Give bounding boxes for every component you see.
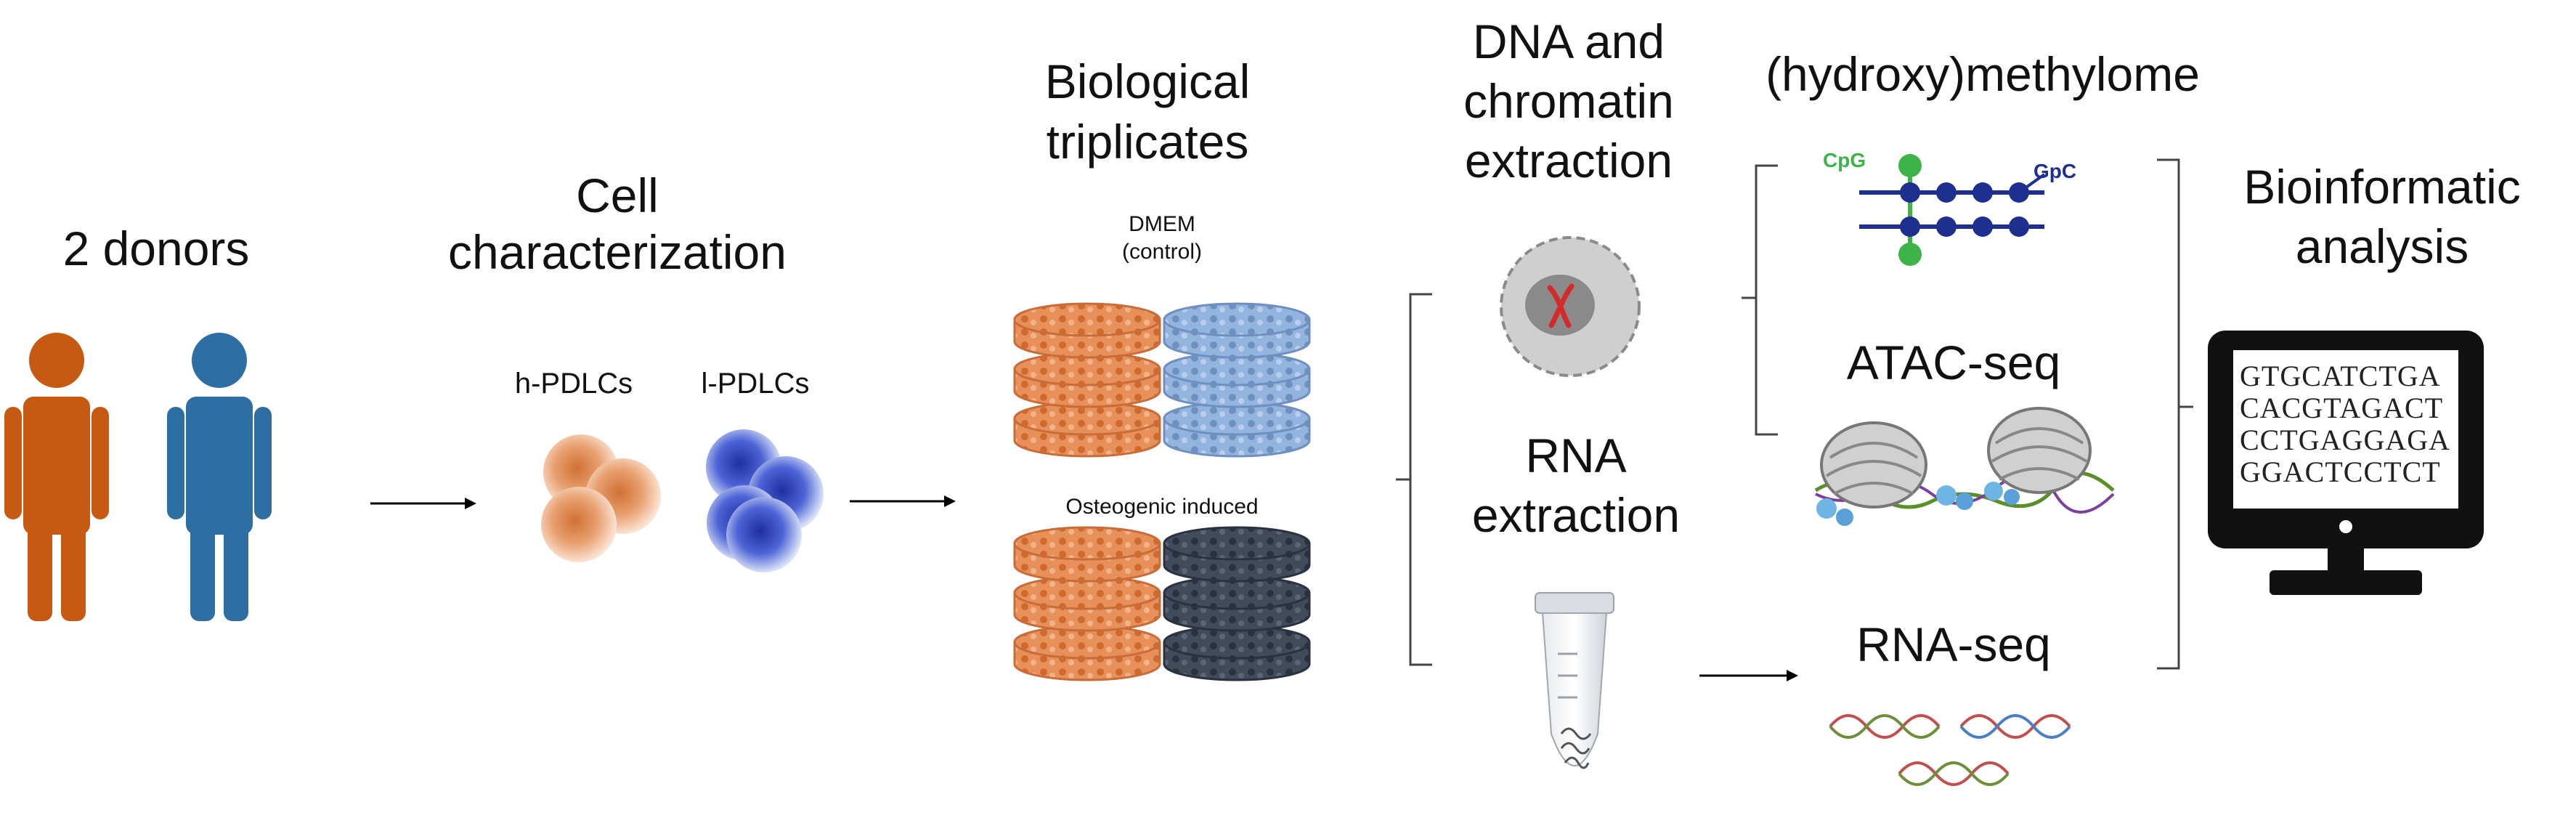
donor-orange-icon xyxy=(4,333,109,621)
step-bioinf-line2: analysis xyxy=(2295,219,2469,273)
label-l-pdlc: l-PDLCs xyxy=(701,368,810,400)
dmem-dish-orange-2 xyxy=(1013,352,1161,408)
methylation-icon xyxy=(1859,154,2046,266)
dmem-dish-blue-1 xyxy=(1163,302,1311,359)
rna-strands-icon xyxy=(1829,714,2071,786)
step-triplicates-line1: Biological xyxy=(1044,54,1251,108)
osteo-dish-orange-1 xyxy=(1013,526,1161,583)
osteo-dish-orange-3 xyxy=(1013,625,1161,681)
step-dna-line1: DNA and xyxy=(1472,15,1665,68)
label-h-pdlc: h-PDLCs xyxy=(514,368,633,400)
osteo-dish-dark-1 xyxy=(1163,526,1311,583)
step-dna-line3: extraction xyxy=(1464,134,1673,187)
label-cpg: CpG xyxy=(1823,149,1866,171)
step-atac: ATAC-seq xyxy=(1846,336,2061,389)
step-methylome: (hydroxy)methylome xyxy=(1766,47,2200,101)
dmem-dish-blue-3 xyxy=(1163,401,1311,458)
nucleus-cell-icon xyxy=(1500,236,1641,377)
screen-seq-line-1: GTGCATCTGA xyxy=(2240,360,2441,392)
arrow-donors-to-cells xyxy=(370,498,476,509)
label-gpc: GpC xyxy=(2033,160,2077,182)
osteogenic-dish-stack xyxy=(1013,526,1311,681)
step-triplicates-line2: triplicates xyxy=(1046,115,1249,169)
osteo-dish-dark-2 xyxy=(1163,575,1311,632)
step-donors-label: 2 donors xyxy=(62,222,250,275)
nucleosome-icon xyxy=(1814,407,2115,526)
dmem-dish-stack xyxy=(1013,302,1311,458)
dmem-dish-blue-2 xyxy=(1163,352,1311,408)
l-pdlc-cells-icon xyxy=(706,429,824,572)
screen-seq-line-3: CCTGAGGAGA xyxy=(2240,424,2450,456)
h-pdlc-cells-icon xyxy=(541,434,661,562)
step-rnaseq: RNA-seq xyxy=(1856,617,2051,671)
arrow-tube-to-rnaseq xyxy=(1699,670,1798,681)
computer-monitor-icon xyxy=(2208,331,2484,595)
step-cell-char-line1: Cell xyxy=(576,169,659,222)
screen-seq-line-2: CACGTAGACT xyxy=(2240,392,2444,424)
step-bioinf-line1: Bioinformatic xyxy=(2243,160,2521,214)
osteo-dish-orange-2 xyxy=(1013,575,1161,632)
bracket-methylome-atac xyxy=(1742,164,1778,436)
step-rna-line2: extraction xyxy=(1471,488,1681,542)
bracket-right xyxy=(2157,158,2193,670)
label-dmem-line1: DMEM xyxy=(1129,212,1195,236)
donor-blue-icon xyxy=(167,333,272,621)
step-dna-line2: chromatin xyxy=(1463,74,1674,128)
step-rna-line1: RNA xyxy=(1525,429,1627,482)
rna-tube-icon xyxy=(1535,592,1614,769)
label-dmem-line2: (control) xyxy=(1121,240,1203,264)
dmem-dish-orange-1 xyxy=(1013,302,1161,359)
screen-seq-line-4: GGACTCCTCT xyxy=(2240,455,2441,488)
label-osteogenic: Osteogenic induced xyxy=(1065,495,1259,519)
bracket-dishes xyxy=(1396,293,1432,666)
dmem-dish-orange-3 xyxy=(1013,401,1161,458)
step-cell-char-line2: characterization xyxy=(448,225,787,279)
osteo-dish-dark-3 xyxy=(1163,625,1311,681)
arrow-cells-to-dishes xyxy=(850,495,956,507)
